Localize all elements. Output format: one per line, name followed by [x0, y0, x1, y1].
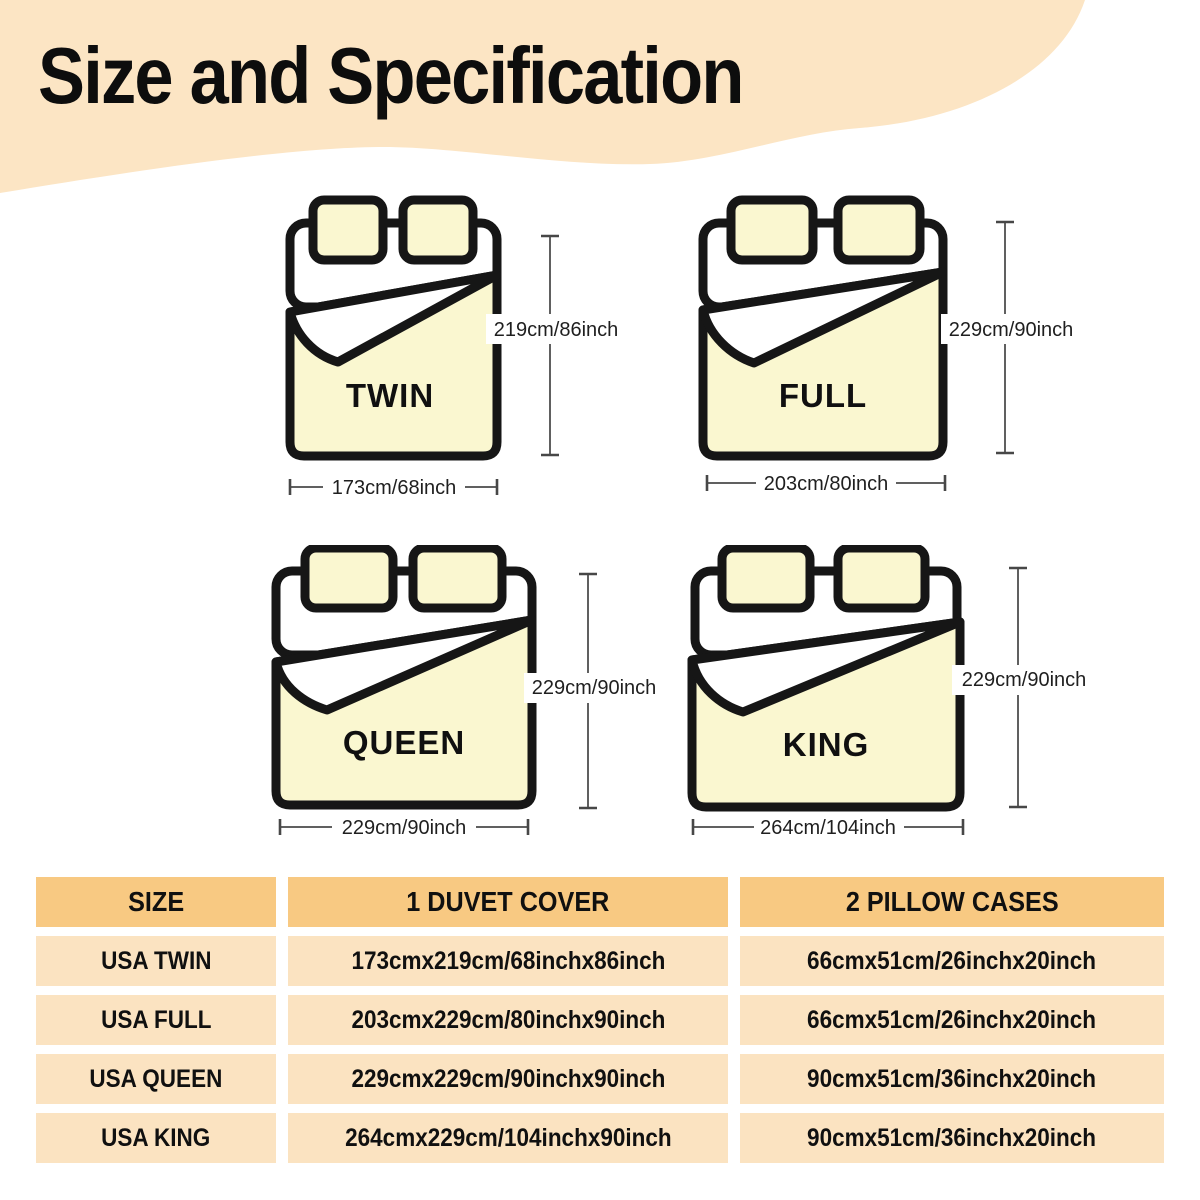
banner-background — [0, 0, 1085, 193]
duvet-fold-icon — [698, 267, 948, 368]
table-cell-full-size: USA FULL — [36, 995, 276, 1045]
bed-size-label: FULL — [779, 377, 867, 414]
height-dimension-label: 229cm/90inch — [949, 319, 1074, 341]
height-dimension-label: 229cm/90inch — [532, 677, 657, 699]
pillow-right-icon — [833, 545, 930, 613]
table-cell-full-duvet: 203cmx229cm/80inchx90inch — [288, 995, 728, 1045]
bed-diagram-twin: TWIN 219cm/86inch 173cm/68inch — [280, 195, 700, 507]
table-header-size: SIZE — [36, 877, 276, 927]
table-cell-twin-size: USA TWIN — [36, 936, 276, 986]
table-cell-full-pillow: 66cmx51cm/26inchx20inch — [740, 995, 1164, 1045]
width-dimension-label: 173cm/68inch — [332, 477, 457, 499]
height-dimension-line: 219cm/86inch — [486, 234, 624, 457]
width-dimension-line: 229cm/90inch — [278, 814, 530, 840]
table-cell-twin-pillow: 66cmx51cm/26inchx20inch — [740, 936, 1164, 986]
pillow-right-icon — [398, 195, 478, 265]
width-dimension-label: 203cm/80inch — [764, 473, 889, 495]
size-spec-table: SIZE 1 DUVET COVER 2 PILLOW CASES USA TW… — [36, 877, 1164, 1163]
table-cell-queen-pillow: 90cmx51cm/36inchx20inch — [740, 1054, 1164, 1104]
bed-size-label: QUEEN — [343, 724, 465, 761]
height-dimension-label: 219cm/86inch — [494, 319, 619, 341]
duvet-fold-icon — [285, 270, 502, 367]
height-dimension-line: 229cm/90inch — [524, 572, 664, 810]
width-dimension-label: 229cm/90inch — [342, 817, 467, 839]
bed-diagram-king: KING 229cm/90inch 264cm/104inch — [680, 545, 1120, 845]
height-dimension-label: 229cm/90inch — [962, 669, 1087, 691]
width-dimension-line: 173cm/68inch — [288, 474, 499, 500]
page-title: Size and Specification — [38, 31, 744, 120]
table-cell-queen-size: USA QUEEN — [36, 1054, 276, 1104]
table-cell-twin-duvet: 173cmx219cm/68inchx86inch — [288, 936, 728, 986]
duvet-fold-icon — [271, 615, 537, 715]
width-dimension-line: 264cm/104inch — [691, 814, 965, 840]
table-cell-king-duvet: 264cmx229cm/104inchx90inch — [288, 1113, 728, 1163]
width-dimension-label: 264cm/104inch — [760, 817, 896, 839]
height-dimension-line: 229cm/90inch — [952, 566, 1094, 809]
duvet-fold-icon — [687, 617, 965, 717]
table-cell-king-pillow: 90cmx51cm/36inchx20inch — [740, 1113, 1164, 1163]
pillow-left-icon — [300, 545, 398, 613]
pillow-left-icon — [717, 545, 815, 613]
width-dimension-line: 203cm/80inch — [705, 470, 947, 496]
table-header-duvet-cover: 1 DUVET COVER — [288, 877, 728, 927]
pillow-left-icon — [308, 195, 388, 265]
pillow-right-icon — [833, 195, 925, 265]
bed-diagram-queen: QUEEN 229cm/90inch 229cm/90inch — [270, 545, 700, 845]
table-cell-king-size: USA KING — [36, 1113, 276, 1163]
bed-diagram-full: FULL 229cm/90inch 203cm/80inch — [690, 195, 1120, 507]
table-header-pillow-cases: 2 PILLOW CASES — [740, 877, 1164, 927]
table-cell-queen-duvet: 229cmx229cm/90inchx90inch — [288, 1054, 728, 1104]
pillow-right-icon — [408, 545, 507, 613]
height-dimension-line: 229cm/90inch — [941, 220, 1081, 455]
pillow-left-icon — [726, 195, 818, 265]
bed-size-label: KING — [783, 726, 870, 763]
banner-wave-shape — [0, 0, 1085, 193]
bed-size-label: TWIN — [346, 377, 434, 414]
